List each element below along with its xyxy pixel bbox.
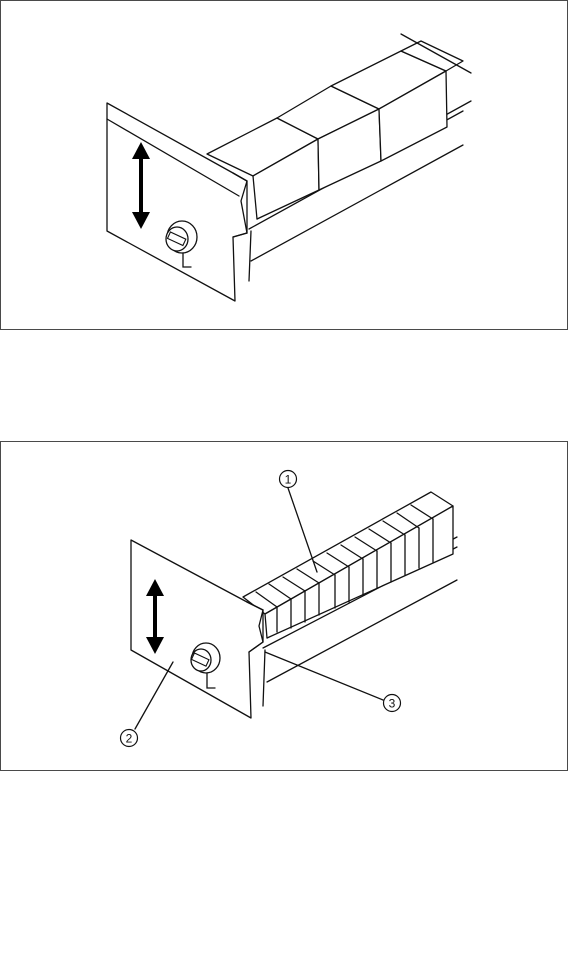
figure-top [0,0,568,330]
callout-1-label: 1 [285,473,292,487]
callout-2-label: 2 [126,732,133,746]
callout-2: 2 [121,730,138,747]
figure-top-drawing [1,1,567,329]
figure-bottom: 1 2 3 [0,441,568,771]
callout-3: 3 [384,695,401,712]
front-plate [107,103,247,301]
front-plate [131,540,263,718]
figure-bottom-drawing: 1 2 3 [1,442,567,770]
callout-1: 1 [280,471,297,488]
block-row [243,492,453,638]
callout-3-label: 3 [389,697,396,711]
